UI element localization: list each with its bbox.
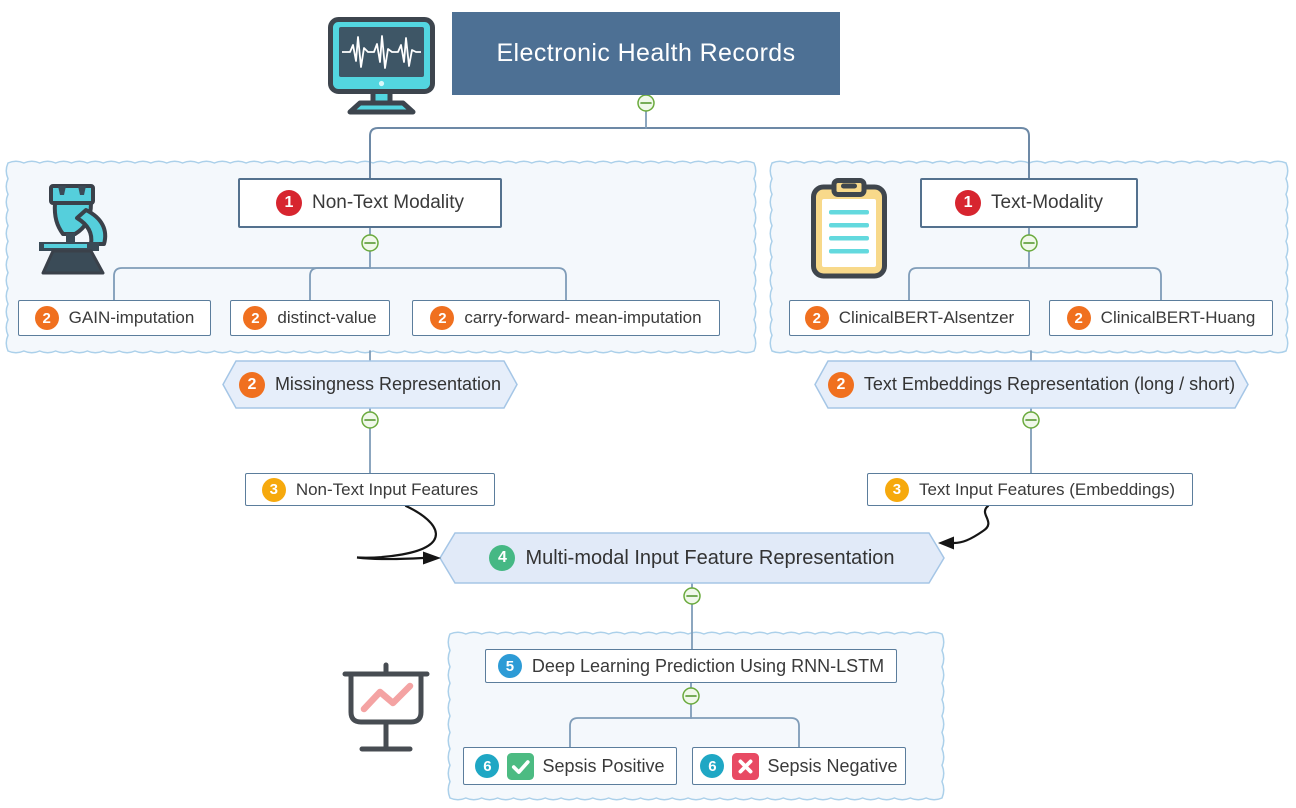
- step-badge-2: 2: [243, 306, 268, 330]
- connector: [369, 267, 567, 301]
- node-label: Multi-modal Input Feature Representation: [525, 546, 895, 569]
- node-non-text-modality[interactable]: 1 Non-Text Modality: [238, 178, 502, 228]
- node-label: distinct-value: [277, 308, 377, 327]
- hex-missingness-representation[interactable]: 2 Missingness Representation: [223, 361, 517, 408]
- presentation-chart-icon: [340, 662, 432, 767]
- node-label: carry-forward- mean-imputation: [464, 308, 702, 327]
- collapse-toggle[interactable]: [361, 411, 379, 429]
- step-badge-3: 3: [884, 477, 909, 502]
- node-label: Text Input Features (Embeddings): [918, 479, 1176, 499]
- node-label: Deep Learning Prediction Using RNN-LSTM: [531, 655, 885, 676]
- hex-multimodal-input-feature-representation[interactable]: 4 Multi-modal Input Feature Representati…: [440, 533, 944, 583]
- curved-arrow-right: [952, 504, 990, 545]
- node-label: Non-Text Modality: [311, 192, 465, 213]
- connector: [369, 127, 1030, 178]
- node-label: Text Embeddings Representation (long / s…: [863, 374, 1236, 394]
- node-label: Sepsis Negative: [767, 755, 898, 776]
- microscope-icon: [33, 180, 118, 285]
- check-icon: [507, 752, 535, 780]
- node-deep-learning-prediction[interactable]: 5 Deep Learning Prediction Using RNN-LST…: [485, 649, 897, 683]
- node-label: Missingness Representation: [274, 374, 502, 394]
- step-badge-5: 5: [497, 654, 522, 678]
- step-badge-1: 1: [275, 190, 302, 216]
- node-label: Non-Text Input Features: [295, 479, 479, 499]
- curved-arrow-left-head: [423, 551, 441, 565]
- node-text-input-features[interactable]: 3 Text Input Features (Embeddings): [867, 473, 1193, 506]
- step-badge-2: 2: [827, 371, 854, 398]
- step-badge-4: 4: [489, 545, 516, 571]
- step-badge-6: 6: [700, 754, 725, 778]
- connector: [113, 267, 371, 301]
- step-badge-6: 6: [475, 754, 500, 778]
- step-badge-2: 2: [430, 306, 455, 330]
- curved-arrow-left: [356, 504, 437, 561]
- collapse-toggle[interactable]: [1022, 411, 1040, 429]
- node-label: Text-Modality: [991, 192, 1103, 213]
- node-label: GAIN-imputation: [68, 308, 195, 327]
- connector: [569, 717, 692, 748]
- clipboard-icon: [810, 178, 888, 285]
- ehr-title: Electronic Health Records: [496, 39, 796, 67]
- connector: [690, 717, 800, 748]
- ecg-monitor-icon: [328, 17, 435, 120]
- node-carry-forward-mean-imputation[interactable]: 2 carry-forward- mean-imputation: [412, 300, 720, 336]
- connector: [309, 267, 371, 301]
- node-sepsis-negative[interactable]: 6 Sepsis Negative: [692, 747, 906, 785]
- text-embeddings-hexagon-shape[interactable]: [814, 360, 1249, 409]
- collapse-toggle[interactable]: [361, 234, 379, 252]
- node-non-text-input-features[interactable]: 3 Non-Text Input Features: [245, 473, 495, 506]
- missingness-hexagon-shape[interactable]: [222, 360, 518, 409]
- collapse-toggle[interactable]: [683, 587, 701, 605]
- curved-arrow-right-head: [938, 536, 954, 550]
- node-label: Sepsis Positive: [542, 755, 665, 776]
- node-sepsis-positive[interactable]: 6 Sepsis Positive: [463, 747, 677, 785]
- node-gain-imputation[interactable]: 2 GAIN-imputation: [18, 300, 211, 336]
- connector: [1028, 267, 1162, 301]
- step-badge-2: 2: [1066, 306, 1091, 330]
- step-badge-1: 1: [955, 190, 982, 216]
- root-node-ehr[interactable]: Electronic Health Records: [452, 12, 840, 95]
- node-clinicalbert-huang[interactable]: 2 ClinicalBERT-Huang: [1049, 300, 1273, 336]
- collapse-toggle[interactable]: [1020, 234, 1038, 252]
- step-badge-3: 3: [261, 477, 286, 502]
- node-label: ClinicalBERT-Alsentzer: [838, 308, 1015, 327]
- step-badge-2: 2: [238, 371, 265, 398]
- collapse-toggle[interactable]: [637, 94, 655, 112]
- node-label: ClinicalBERT-Huang: [1100, 308, 1256, 327]
- step-badge-2: 2: [804, 306, 829, 330]
- node-distinct-value[interactable]: 2 distinct-value: [230, 300, 390, 336]
- step-badge-2: 2: [34, 306, 59, 330]
- node-text-modality[interactable]: 1 Text-Modality: [920, 178, 1138, 228]
- node-clinicalbert-alsentzer[interactable]: 2 ClinicalBERT-Alsentzer: [789, 300, 1030, 336]
- hex-text-embeddings-representation[interactable]: 2 Text Embeddings Representation (long /…: [815, 361, 1248, 408]
- connector: [908, 267, 1030, 301]
- x-icon: [732, 752, 760, 780]
- collapse-toggle[interactable]: [682, 687, 700, 705]
